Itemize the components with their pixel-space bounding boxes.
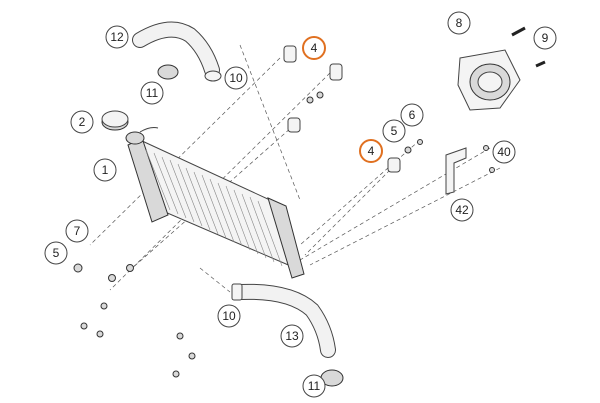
- callout-40-label: 40: [497, 145, 511, 159]
- leader-lines: [89, 44, 501, 293]
- callout-11-lower: 11: [302, 374, 326, 398]
- callout-9: 9: [533, 26, 557, 50]
- callout-11-upper-label: 11: [146, 86, 159, 100]
- mounting-grommets: [283, 45, 423, 173]
- callout-5-left-label: 5: [53, 246, 60, 260]
- callout-4-upper-label: 4: [311, 41, 318, 55]
- callout-11-upper: 11: [140, 81, 164, 105]
- callout-12-label: 12: [110, 30, 124, 44]
- callout-8: 8: [447, 11, 471, 35]
- callout-6-label: 6: [409, 108, 416, 122]
- callout-42-label: 42: [455, 203, 469, 217]
- callout-40: 40: [492, 140, 516, 164]
- radiator-fins: [145, 149, 283, 267]
- callout-7: 7: [65, 219, 89, 243]
- callout-5-left: 5: [44, 241, 68, 265]
- callout-6: 6: [400, 103, 424, 127]
- callout-2-label: 2: [79, 115, 86, 129]
- radiator: [125, 127, 305, 279]
- callout-11-lower-label: 11: [308, 379, 321, 393]
- callout-4-upper: 4: [302, 36, 326, 60]
- callout-1-label: 1: [102, 163, 109, 177]
- callout-9-label: 9: [542, 31, 549, 45]
- lower-hose: [231, 283, 344, 387]
- callout-12: 12: [105, 25, 129, 49]
- fan-shroud: [457, 49, 521, 111]
- callout-4-right: 4: [359, 139, 383, 163]
- callout-10-upper: 10: [224, 66, 248, 90]
- screws: [511, 26, 546, 68]
- callout-10-upper-label: 10: [229, 71, 243, 85]
- washers: [73, 263, 196, 378]
- callout-13: 13: [280, 324, 304, 348]
- callout-8-label: 8: [456, 16, 463, 30]
- callout-7-label: 7: [74, 224, 81, 238]
- radiator-cap: [101, 110, 129, 131]
- callout-1: 1: [93, 158, 117, 182]
- callout-2: 2: [70, 110, 94, 134]
- callout-13-label: 13: [285, 329, 299, 343]
- callout-10-lower: 10: [217, 304, 241, 328]
- upper-hose: [132, 21, 222, 82]
- callout-10-lower-label: 10: [222, 309, 236, 323]
- callouts: 12 4 10 11 2 1 7 5 8 9 6 5 4 40 42 10 13…: [44, 11, 557, 398]
- callout-42: 42: [450, 198, 474, 222]
- callout-4-right-label: 4: [368, 144, 375, 158]
- bracket: [445, 145, 495, 195]
- callout-5-right-label: 5: [391, 124, 398, 138]
- callout-5-right: 5: [382, 119, 406, 143]
